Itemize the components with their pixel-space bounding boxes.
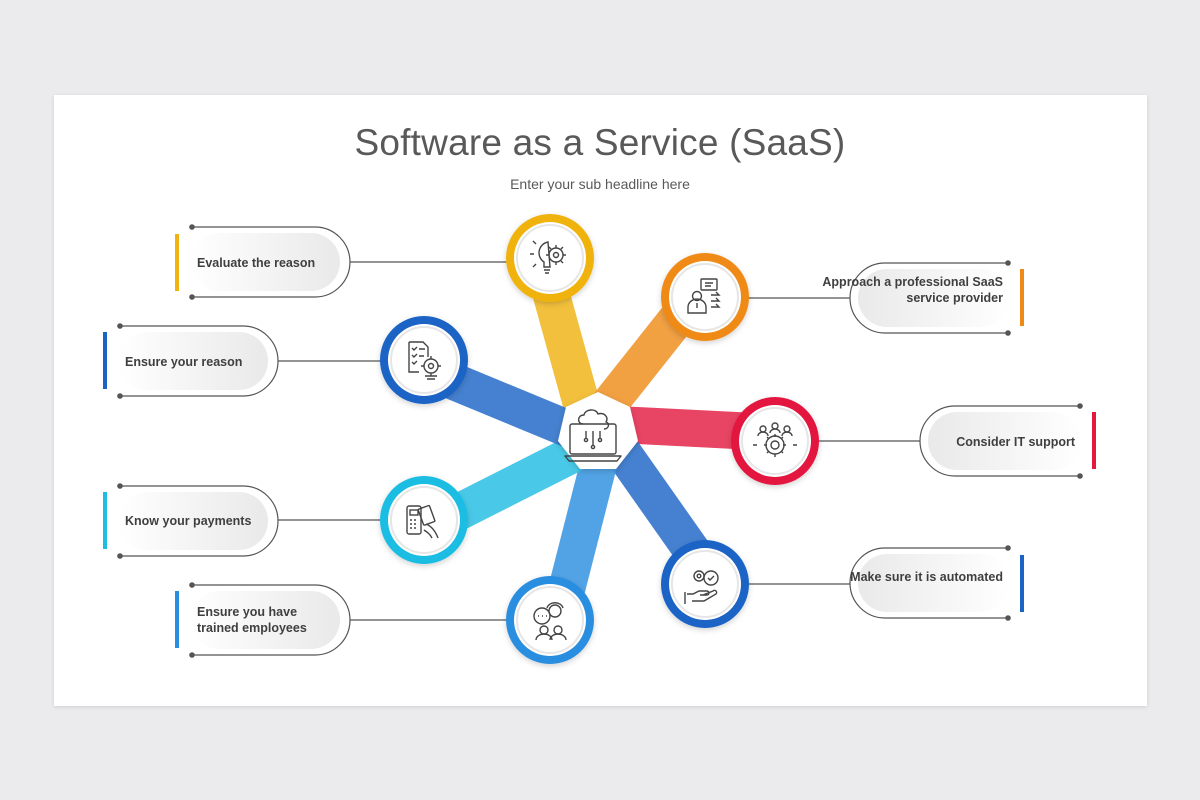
blade-highlight-5 (437, 433, 591, 536)
accent-bar-1 (1020, 269, 1024, 326)
dot-5-b (117, 553, 123, 559)
dot-4-a (189, 582, 195, 588)
blade-highlight-3 (602, 434, 716, 574)
bracket-2 (919, 405, 1080, 477)
hand-gear-icon (684, 570, 719, 604)
label-make-sure-automated: Make sure it is automated (850, 570, 1003, 584)
cloud-laptop-icon (564, 409, 622, 462)
dot-6-a (117, 323, 123, 329)
dot-5-a (117, 483, 123, 489)
dot-3-b (1005, 615, 1011, 621)
label-trained-employees: Ensure you have trained employees (197, 605, 307, 635)
pill-bg-6 (118, 332, 268, 390)
pill-bg-5 (118, 492, 268, 550)
blade-0 (529, 274, 602, 418)
blade-highlight-4 (545, 450, 619, 608)
dot-3-a (1005, 545, 1011, 551)
accent-bar-4 (175, 591, 179, 648)
dot-1-a (1005, 260, 1011, 266)
page-title: Software as a Service (SaaS) (354, 122, 846, 163)
dot-0-a (189, 224, 195, 230)
dot-0-b (189, 294, 195, 300)
blade-5 (437, 433, 591, 536)
blade-highlight-1 (590, 295, 701, 421)
ring-face-4 (516, 586, 584, 654)
trained-people-icon (533, 602, 567, 641)
accent-bar-2 (1092, 412, 1096, 469)
blade-4 (545, 450, 619, 608)
team-gear-icon (753, 422, 797, 457)
dot-1-b (1005, 330, 1011, 336)
label-know-your-payments: Know your payments (125, 514, 252, 528)
pill-bg-4 (190, 591, 340, 649)
pill-bg-3 (858, 554, 1010, 612)
ring-face-6 (390, 326, 458, 394)
accent-bar-0 (175, 234, 179, 291)
bracket-6 (120, 325, 279, 397)
pill-bg-1 (858, 269, 1010, 327)
label-consider-it-support: Consider IT support (956, 435, 1075, 449)
accent-bar-5 (103, 492, 107, 549)
lightbulb-gear-icon (530, 240, 566, 274)
bracket-5 (120, 485, 279, 557)
page-subtitle: Enter your sub headline here (510, 176, 690, 192)
bracket-0 (192, 226, 351, 298)
bracket-3 (849, 547, 1008, 619)
dot-2-b (1077, 473, 1083, 479)
card-payment-icon (406, 504, 439, 539)
pill-bg-2 (928, 412, 1082, 470)
ring-face-1 (671, 263, 739, 331)
label-ensure-your-reason: Ensure your reason (125, 355, 243, 369)
label-evaluate-the-reason: Evaluate the reason (197, 256, 316, 270)
bracket-1 (849, 262, 1008, 334)
dot-4-b (189, 652, 195, 658)
bracket-4 (192, 584, 351, 656)
blade-6 (432, 358, 582, 449)
accent-bar-3 (1020, 555, 1024, 612)
blade-highlight-0 (529, 274, 602, 418)
dot-6-b (117, 393, 123, 399)
blade-1 (590, 295, 701, 421)
blade-3 (602, 434, 716, 574)
ring-face-5 (390, 486, 458, 554)
dot-2-a (1077, 403, 1083, 409)
accent-bar-6 (103, 332, 107, 389)
pill-bg-0 (190, 233, 340, 291)
checklist-gear-icon (408, 341, 441, 380)
ring-face-3 (671, 550, 739, 618)
blade-highlight-6 (432, 358, 582, 449)
blade-highlight-2 (619, 406, 757, 450)
label-approach-provider: Approach a professional SaaS service pro… (822, 275, 1003, 305)
center-hub (558, 392, 638, 469)
blade-2 (619, 406, 757, 450)
presenter-icon (687, 278, 721, 314)
